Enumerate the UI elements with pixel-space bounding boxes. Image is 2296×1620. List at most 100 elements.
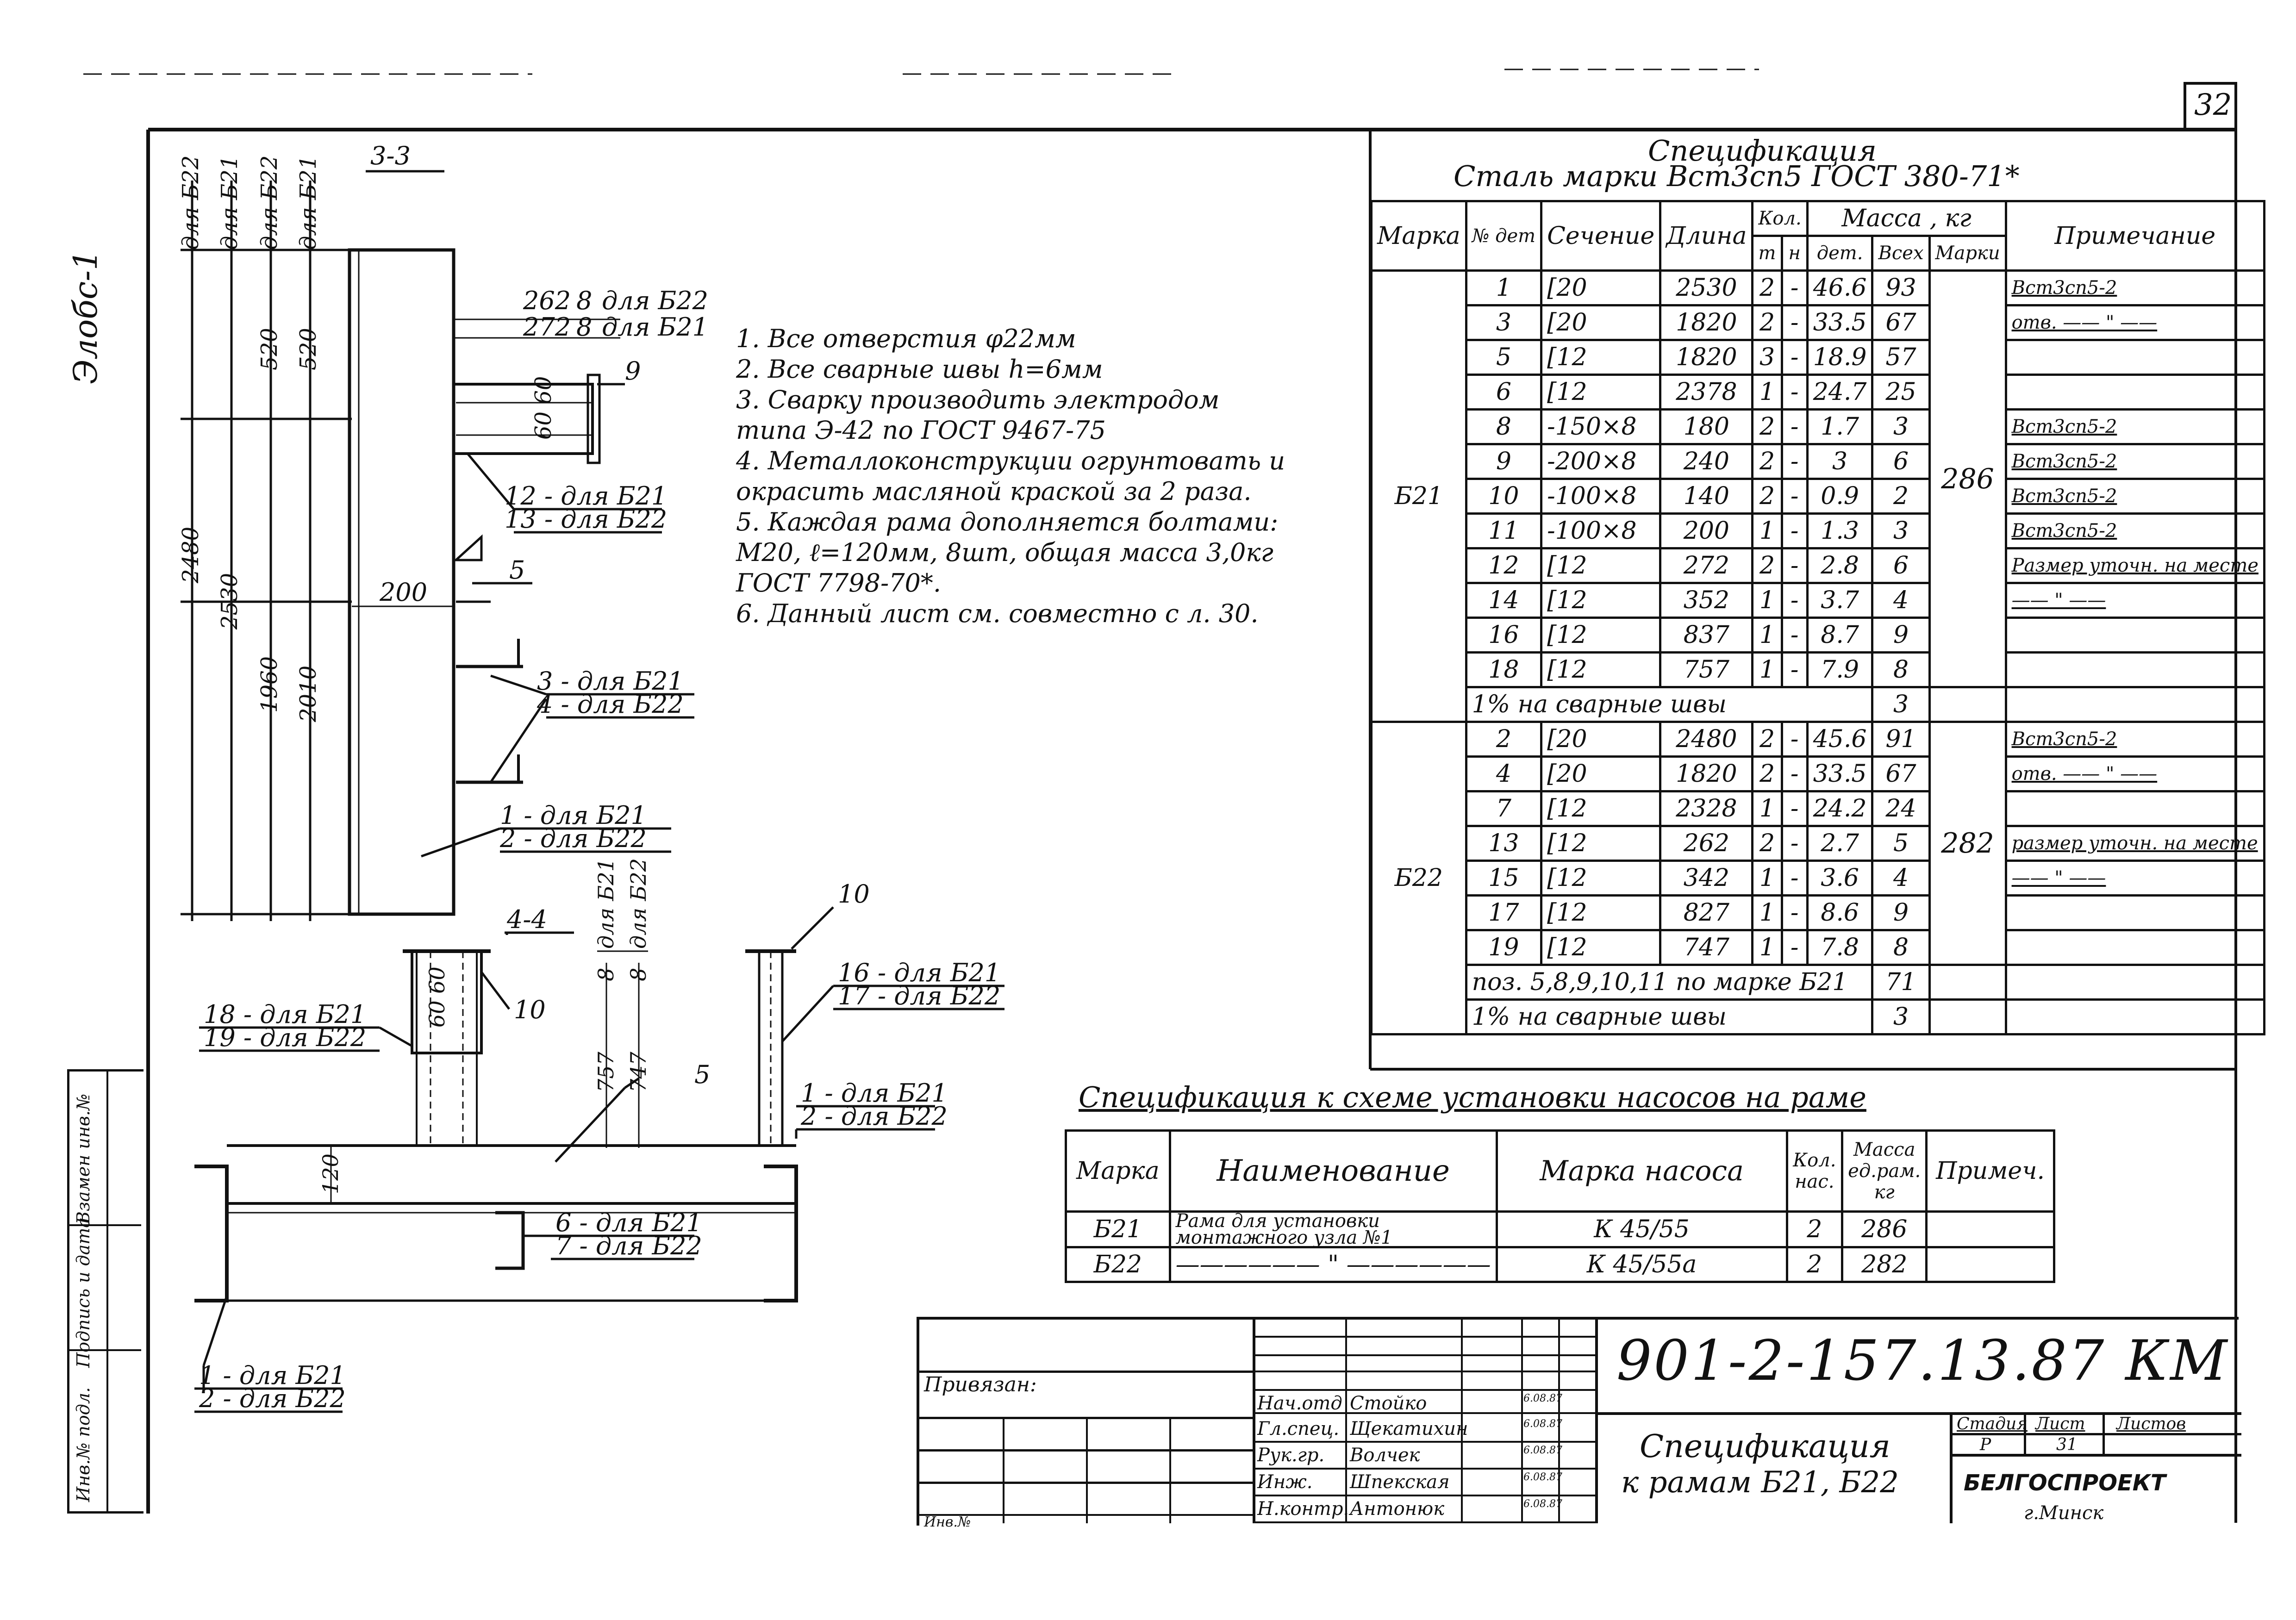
- note-line: типа Э-42 по ГОСТ 9467-75: [736, 416, 1106, 445]
- spec-cell-note: —— " ——: [2004, 860, 2265, 897]
- spec-cell-h: -: [1780, 790, 1809, 827]
- hdr-mass-all: Всех: [1871, 235, 1931, 272]
- spec-cell-ma: 67: [1871, 755, 1931, 792]
- hdr-qty: Кол.: [1751, 200, 1809, 237]
- pump-hdr-qty: Кол. нас.: [1785, 1129, 1844, 1213]
- svg-text:2480: 2480: [178, 527, 204, 584]
- svg-text:для Б21: для Б21: [295, 156, 321, 250]
- spec-cell-ma: 9: [1871, 617, 1931, 654]
- pump-row-pump: К 45/55а: [1495, 1246, 1788, 1283]
- privyazan-label: Привязан:: [924, 1373, 1037, 1396]
- hdr-length: Длина: [1659, 200, 1754, 272]
- role-label: Инж.: [1257, 1471, 1313, 1493]
- pump-row-note: [1925, 1210, 2055, 1248]
- spec-cell-note: Вст3сп5-2: [2004, 408, 2265, 445]
- svg-text:2530: 2530: [217, 573, 243, 630]
- svg-text:1960: 1960: [256, 656, 282, 713]
- spec-cell-ma: 4: [1871, 860, 1931, 897]
- svg-text:для Б22: для Б22: [178, 156, 204, 250]
- spec-cell-ma: 25: [1871, 374, 1931, 411]
- spec-cell-ma: 2: [1871, 478, 1931, 515]
- spec-cell-ma: 9: [1871, 894, 1931, 931]
- spec-cell-s: [12: [1540, 374, 1662, 411]
- spec-group-marka: Б22: [1370, 721, 1467, 1035]
- pump-hdr-pump: Марка насоса: [1495, 1129, 1788, 1213]
- svg-text:272: 272: [523, 312, 571, 342]
- pump-row-marka: Б22: [1065, 1246, 1171, 1283]
- sheet-number: 32: [2194, 88, 2232, 122]
- svg-text:10: 10: [838, 879, 870, 909]
- spec-cell-l: 747: [1659, 929, 1754, 966]
- spec-cell-md: 8.6: [1806, 894, 1874, 931]
- doc-code: 901-2-157.13.87 КМ: [1616, 1329, 2229, 1393]
- hdr-mass-marka: Марки: [1928, 235, 2007, 272]
- spec-cell-t: 1: [1751, 860, 1783, 897]
- spec-summary-value: 71: [1871, 964, 1931, 1001]
- spec-cell-ma: 91: [1871, 721, 1931, 758]
- spec-cell-l: 2378: [1659, 374, 1754, 411]
- spec-cell-h: -: [1780, 374, 1809, 411]
- spec-cell-md: 1.3: [1806, 512, 1874, 549]
- spec-cell-md: 33.5: [1806, 304, 1874, 341]
- spec-cell-note: Вст3сп5-2: [2004, 269, 2265, 306]
- spec-cell-s: [12: [1540, 651, 1662, 688]
- spec-cell-note: Вст3сп5-2: [2004, 512, 2265, 549]
- spec-cell-l: 272: [1659, 547, 1754, 584]
- svg-text:60 60: 60 60: [530, 376, 556, 440]
- spec-cell-s: -100×8: [1540, 512, 1662, 549]
- hdr-section: Сечение: [1540, 200, 1662, 272]
- sheets-label: Листов: [2116, 1414, 2186, 1433]
- svg-text:9: 9: [625, 356, 641, 386]
- spec-cell-md: 8.7: [1806, 617, 1874, 654]
- svg-text:для Б22: для Б22: [256, 156, 282, 250]
- spec-cell-note: [2004, 929, 2265, 966]
- org-city: г.Минск: [2024, 1502, 2104, 1524]
- note-line: 6. Данный лист см. совместно с л. 30.: [736, 599, 1259, 628]
- spec-cell-t: 1: [1751, 894, 1783, 931]
- spec-cell-l: 1820: [1659, 304, 1754, 341]
- spec-cell-s: [12: [1540, 582, 1662, 619]
- spec-cell-note: размер уточн. на месте: [2004, 825, 2265, 862]
- svg-text:2 - для Б22: 2 - для Б22: [199, 1384, 346, 1413]
- spec-cell-s: [12: [1540, 790, 1662, 827]
- notes-block: 1. Все отверстия φ22мм 2. Все сварные шв…: [736, 324, 1285, 629]
- spec-cell-s: [20: [1540, 304, 1662, 341]
- note-line: 2. Все сварные швы h=6мм: [736, 355, 1103, 384]
- role-label: Гл.спец.: [1257, 1418, 1340, 1439]
- spec-cell-n: 11: [1465, 512, 1543, 549]
- spec-group-total: 282: [1928, 721, 2007, 966]
- spec-title: Спецификация: [1648, 134, 1877, 168]
- spec-cell-t: 1: [1751, 512, 1783, 549]
- spec-cell-s: [12: [1540, 617, 1662, 654]
- spec-cell-n: 5: [1465, 339, 1543, 376]
- role-name: Антонюк: [1350, 1498, 1445, 1520]
- svg-text:17 - для Б22: 17 - для Б22: [838, 981, 1000, 1010]
- spec-summary-value: 3: [1871, 998, 1931, 1035]
- spec-cell-md: 33.5: [1806, 755, 1874, 792]
- spec-cell-t: 2: [1751, 547, 1783, 584]
- spec-cell-md: 2.8: [1806, 547, 1874, 584]
- spec-cell-l: 262: [1659, 825, 1754, 862]
- hdr-qty-t: т: [1751, 235, 1783, 272]
- note-line: М20, ℓ=120мм, 8шт, общая масса 3,0кг: [736, 538, 1273, 567]
- svg-text:для Б21: для Б21: [217, 156, 243, 250]
- svg-text:2 - для Б22: 2 - для Б22: [499, 824, 647, 853]
- spec-cell-ma: 6: [1871, 443, 1931, 480]
- role-date: 6.08.87: [1523, 1445, 1562, 1456]
- spec-cell-md: 3.7: [1806, 582, 1874, 619]
- svg-text:4 - для Б22: 4 - для Б22: [537, 690, 684, 719]
- spec-cell-s: [12: [1540, 547, 1662, 584]
- svg-text:200: 200: [379, 578, 427, 607]
- pump-row-name: Рама для установки монтажного узла №1: [1168, 1210, 1498, 1248]
- spec-cell-md: 45.6: [1806, 721, 1874, 758]
- spec-cell-t: 1: [1751, 617, 1783, 654]
